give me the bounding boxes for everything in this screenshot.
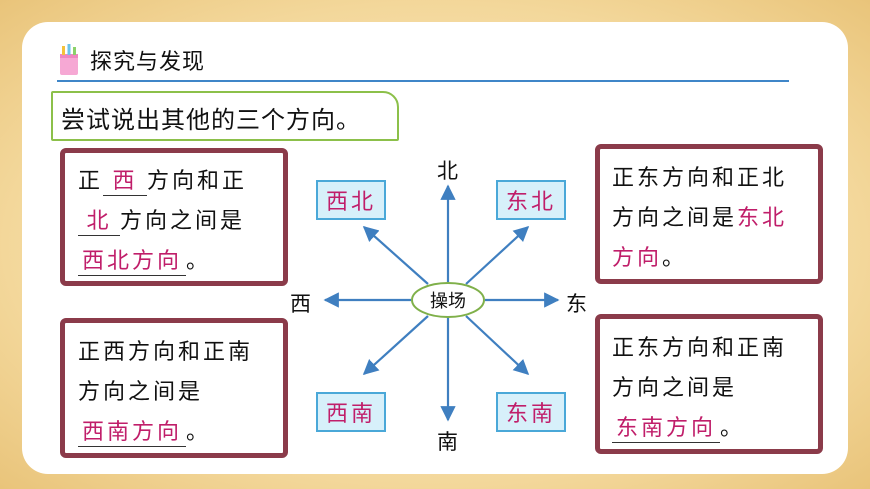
center-ellipse	[411, 282, 485, 318]
box-top-left: 正西方向和正 北方向之间是 西北方向。	[60, 148, 288, 286]
arrow-northeast	[465, 225, 530, 285]
label-northeast: 东北	[496, 180, 566, 220]
label-southwest: 西南	[316, 392, 386, 432]
label-east: 东	[566, 292, 587, 316]
answer-blank: 西南方向	[78, 420, 186, 447]
header-divider	[57, 80, 789, 82]
label-north: 北	[437, 159, 458, 183]
answer-blank: 东南方向	[612, 416, 720, 443]
box-bottom-right: 正东方向和正南 方向之间是 东南方向。	[595, 314, 823, 454]
center-label: 操场	[430, 291, 466, 312]
label-northwest: 西北	[316, 180, 386, 220]
arrow-southeast	[465, 315, 530, 376]
prompt-text: 尝试说出其他的三个方向。	[61, 106, 361, 134]
answer-text: 方向	[612, 246, 663, 271]
arrow-northwest	[362, 225, 429, 285]
label-west: 西	[290, 292, 311, 316]
arrow-southwest	[362, 315, 429, 376]
prompt-box: 尝试说出其他的三个方向。	[51, 91, 399, 141]
section-title: 探究与发现	[90, 50, 206, 75]
answer-text: 东北	[737, 206, 788, 231]
pencil-cup-icon	[60, 44, 78, 75]
answer-blank: 西北方向	[78, 249, 186, 276]
label-south: 南	[437, 430, 458, 454]
answer-blank: 北	[78, 209, 120, 236]
box-bottom-left: 正西方向和正南 方向之间是 西南方向。	[60, 318, 288, 458]
box-top-right: 正东方向和正北 方向之间是东北 方向。	[595, 144, 823, 284]
label-southeast: 东南	[496, 392, 566, 432]
answer-blank: 西	[103, 169, 148, 196]
